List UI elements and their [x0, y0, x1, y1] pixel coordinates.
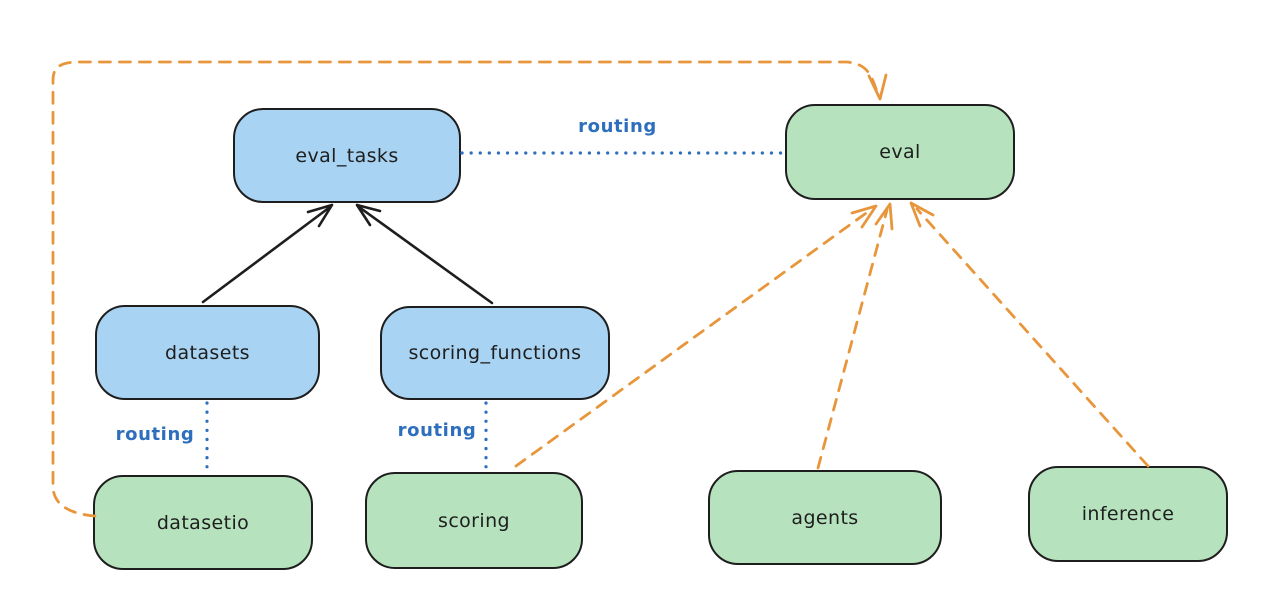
node-eval-tasks-label: eval_tasks [295, 144, 399, 167]
edge-scoring-functions-to-eval-tasks [357, 205, 494, 305]
node-inference: inference [1028, 466, 1228, 562]
node-eval-label: eval [879, 141, 921, 163]
arrowhead-agents-into-eval [874, 202, 894, 231]
arrowhead-scoring-into-eval [850, 204, 878, 229]
arrowhead-datasetio-loop-into-eval-top [867, 73, 888, 101]
edge-datasets-to-eval-tasks [201, 205, 332, 304]
node-eval: eval [785, 104, 1015, 200]
arrowhead-datasets-to-eval-tasks [306, 203, 334, 228]
edge-inference-to-eval [915, 207, 1150, 468]
node-scoring-functions-label: scoring_functions [408, 342, 582, 364]
node-datasetio-label: datasetio [156, 511, 250, 534]
node-scoring-label: scoring [438, 509, 510, 532]
edge-datasetio-to-eval-loop [51, 60, 880, 518]
arrowhead-scoring-functions-to-eval-tasks [355, 203, 382, 227]
node-agents: agents [708, 470, 942, 565]
node-datasetio: datasetio [93, 475, 313, 570]
node-inference-label: inference [1081, 503, 1175, 525]
node-agents-label: agents [791, 506, 859, 529]
routing-label-datasets-datasetio: routing [115, 424, 195, 445]
arrowhead-inference-into-eval [909, 201, 935, 228]
node-datasets-label: datasets [165, 341, 250, 364]
node-scoring-functions: scoring_functions [380, 306, 610, 400]
routing-label-eval-tasks-eval: routing [578, 116, 657, 137]
routing-label-scoring-functions-scoring: routing [397, 420, 477, 441]
node-datasets: datasets [95, 305, 320, 400]
node-scoring: scoring [365, 472, 583, 569]
node-eval-tasks: eval_tasks [233, 108, 461, 203]
edge-agents-to-eval [816, 208, 889, 470]
